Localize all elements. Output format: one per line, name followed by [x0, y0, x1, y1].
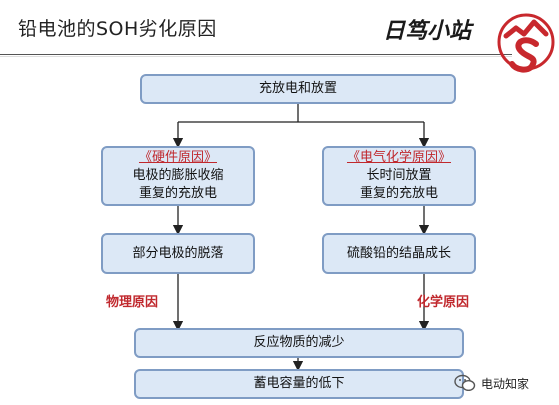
box-hardware-cause: 《硬件原因》 电极的膨胀收缩 重复的充放电 [101, 146, 255, 206]
box-charge-discharge-storage: 充放电和放置 [140, 74, 456, 104]
capacity-decline-label: 蓄电容量的低下 [253, 376, 345, 391]
electrochemical-cause-line2: 重复的充放电 [359, 186, 438, 201]
lead-sulfate-crystal-label: 硫酸铅的结晶成长 [346, 245, 451, 261]
wechat-watermark: 电动知家 [454, 374, 529, 392]
header-divider-line [0, 54, 512, 55]
hardware-cause-line1: 电极的膨胀收缩 [132, 168, 224, 183]
hardware-cause-line2: 重复的充放电 [138, 186, 217, 201]
wechat-icon [454, 374, 476, 392]
electrochemical-cause-line1: 长时间放置 [366, 168, 432, 183]
box-capacity-decline: 蓄电容量的低下 [134, 369, 464, 399]
box-electrochemical-cause: 《电气化学原因》 长时间放置 重复的充放电 [322, 146, 476, 206]
box-electrode-shedding: 部分电极的脱落 [101, 233, 255, 274]
wechat-account-name: 电动知家 [481, 376, 530, 391]
page-title: 铅电池的SOH劣化原因 [18, 18, 217, 40]
box-charge-discharge-storage-label: 充放电和放置 [258, 81, 337, 96]
header-divider [0, 54, 512, 57]
electrode-shedding-label: 部分电极的脱落 [132, 245, 224, 261]
hardware-cause-tag: 《硬件原因》 [138, 150, 217, 165]
reactant-reduction-label: 反应物质的减少 [253, 335, 345, 350]
brand-logo-icon [497, 13, 555, 73]
brand-name: 日笃小站 [383, 19, 472, 44]
physical-cause-label: 物理原因 [106, 295, 159, 310]
box-lead-sulfate-crystal: 硫酸铅的结晶成长 [322, 233, 476, 274]
chemical-cause-label: 化学原因 [417, 295, 470, 310]
box-reactant-reduction: 反应物质的减少 [134, 328, 464, 358]
electrochemical-cause-tag: 《电气化学原因》 [346, 150, 451, 165]
